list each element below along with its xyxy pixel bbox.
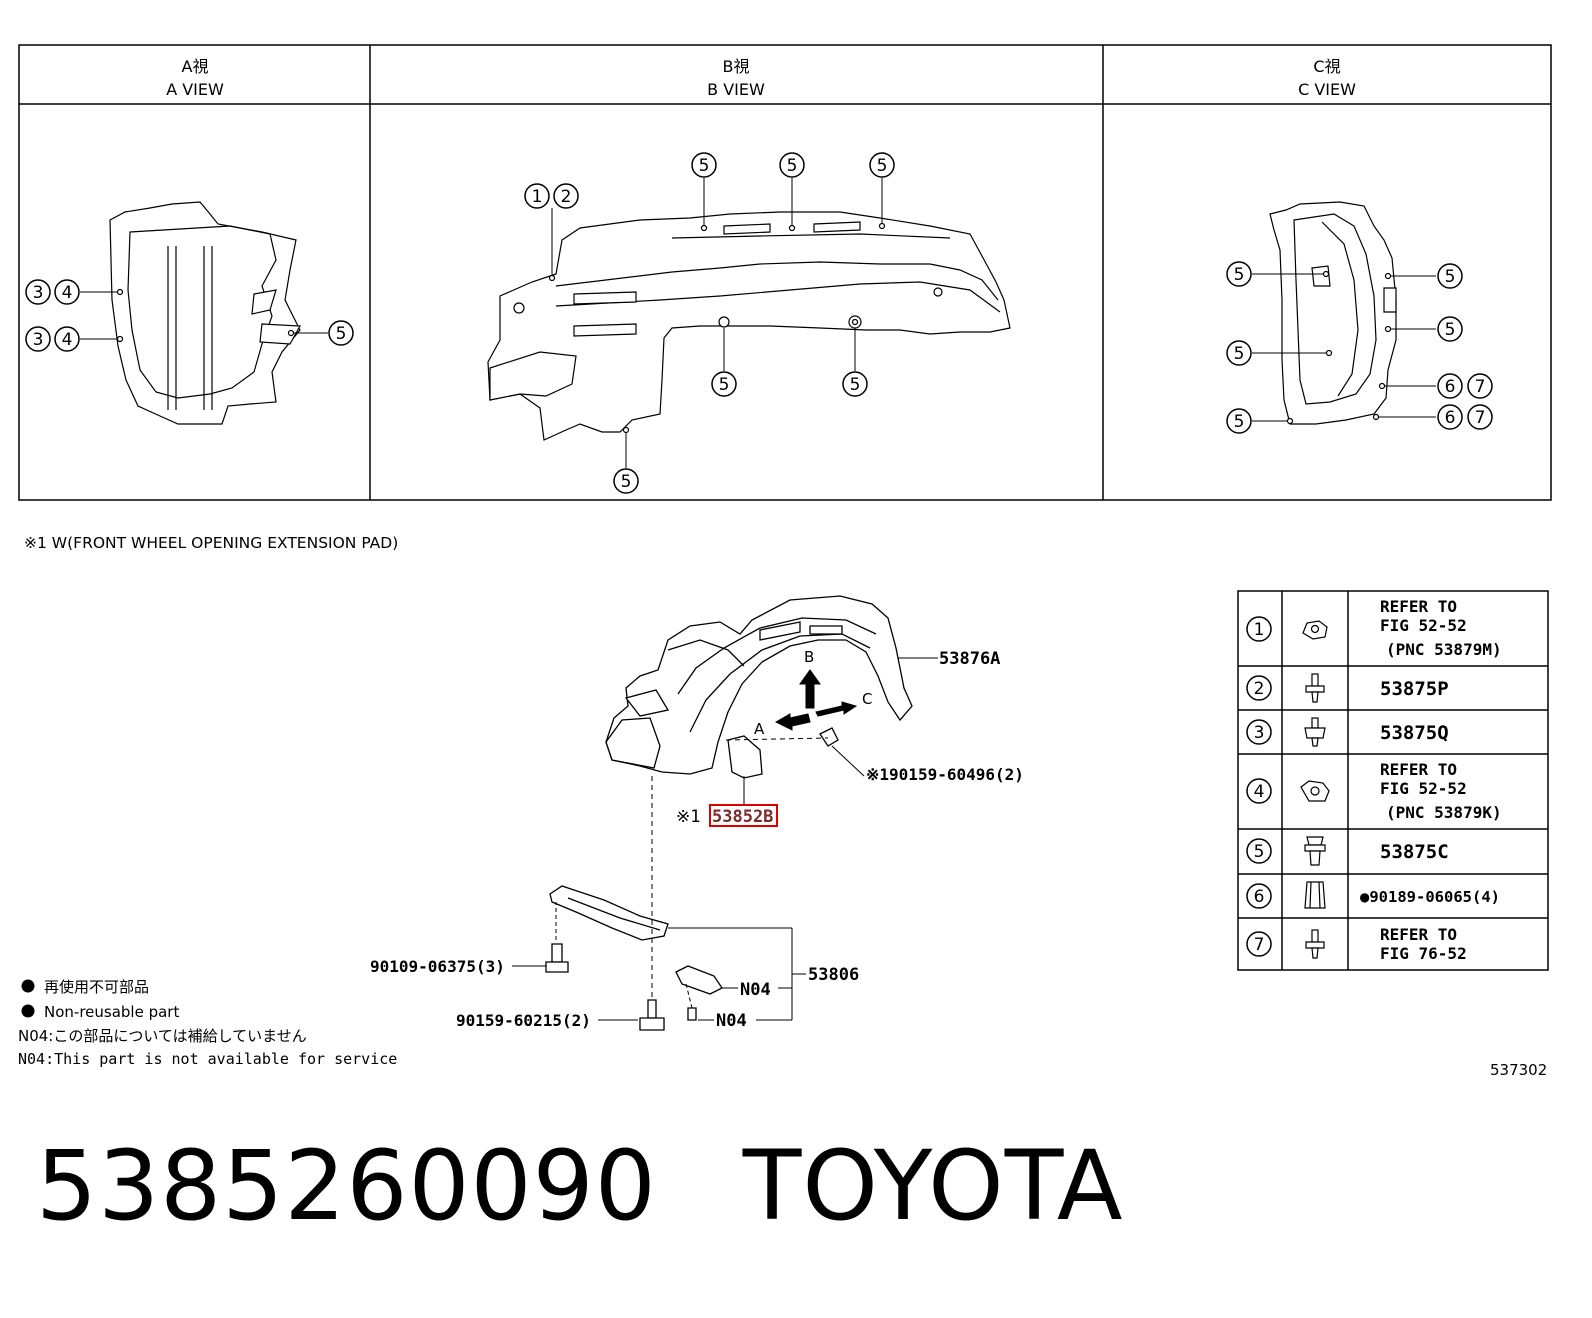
view-a-en: A VIEW <box>166 80 224 99</box>
view-b-drawing <box>487 211 1011 441</box>
row-desc: FIG 52-52 <box>1380 616 1467 635</box>
view-a-jp: A視 <box>182 57 209 76</box>
view-a-drawing <box>109 201 301 425</box>
clip-nut-icon <box>1302 620 1328 640</box>
callout-5: 5 <box>336 324 347 344</box>
label-53806: 53806 <box>808 965 859 985</box>
row-num: 7 <box>1254 935 1265 955</box>
clip-nut-icon <box>1300 780 1330 802</box>
callout-4: 4 <box>62 283 73 303</box>
legend-en: Non-reusable part <box>44 1003 179 1021</box>
callout-6: 6 <box>1445 377 1456 397</box>
row-num: 3 <box>1254 723 1265 743</box>
screw-clip-icon <box>1305 929 1325 959</box>
nut-icon <box>1304 881 1326 909</box>
direction-a-label: A <box>754 720 765 738</box>
view-headers: A視 A VIEW B視 B VIEW C視 C VIEW <box>166 57 1356 99</box>
view-b-jp: B視 <box>723 57 750 76</box>
view-c-en: C VIEW <box>1298 80 1356 99</box>
callout-5: 5 <box>1445 267 1456 287</box>
screw-clip-icon <box>1304 717 1326 747</box>
view-a-leaders <box>80 291 328 340</box>
callout-5: 5 <box>1445 320 1456 340</box>
main-leaders <box>512 657 938 1021</box>
label-53876a: 53876A <box>939 649 1000 669</box>
view-b-en: B VIEW <box>707 80 765 99</box>
callout-4: 4 <box>62 330 73 350</box>
row-desc: 53875P <box>1380 678 1449 700</box>
row-desc: 53875C <box>1380 841 1449 863</box>
row-desc: REFER TO <box>1380 925 1457 944</box>
views-frame <box>18 44 1552 501</box>
callout-7: 7 <box>1475 408 1486 428</box>
view-c-jp: C視 <box>1313 57 1340 76</box>
row-num: 1 <box>1254 620 1265 640</box>
callout-5: 5 <box>877 156 888 176</box>
callout-2: 2 <box>561 187 572 207</box>
row-desc: REFER TO <box>1380 760 1457 779</box>
callout-5: 5 <box>1234 344 1245 364</box>
legend-n04-en: N04:This part is not available for servi… <box>18 1050 397 1068</box>
legend: 再使用不可部品 Non-reusable part N04:この部品については補… <box>18 978 397 1068</box>
callout-circles: 3 4 3 4 5 1 2 5 5 5 5 5 5 5 5 5 5 5 6 7 … <box>25 152 1493 494</box>
row-desc: REFER TO <box>1380 597 1457 616</box>
row-desc: (PNC 53879M) <box>1386 640 1502 659</box>
callout-3: 3 <box>33 283 44 303</box>
callout-3: 3 <box>33 330 44 350</box>
figure-code: 537302 <box>1490 1061 1547 1079</box>
brand-name: TOYOTA <box>742 1130 1124 1242</box>
row-desc: ●90189-06065(4) <box>1360 888 1500 906</box>
label-90159: 90159-60215(2) <box>456 1011 591 1030</box>
label-n04: N04 <box>716 1011 747 1031</box>
callout-6: 6 <box>1445 408 1456 428</box>
callout-5: 5 <box>621 472 632 492</box>
callout-5: 5 <box>719 375 730 395</box>
view-c-leaders <box>1252 273 1436 422</box>
direction-arrows <box>774 669 858 731</box>
row-desc: (PNC 53879K) <box>1386 803 1502 822</box>
non-reusable-dot-icon <box>21 979 35 993</box>
callout-5: 5 <box>850 375 861 395</box>
reference-table: 1 2 3 4 5 6 7 <box>1237 590 1549 971</box>
callout-5: 5 <box>1234 412 1245 432</box>
push-clip-icon <box>1304 836 1326 866</box>
row-num: 5 <box>1254 842 1265 862</box>
label-190159: ※190159-60496(2) <box>866 765 1024 784</box>
highlight-53852b <box>709 804 778 827</box>
row-desc: 53875Q <box>1380 722 1449 744</box>
callout-7: 7 <box>1475 377 1486 397</box>
callout-5: 5 <box>1234 265 1245 285</box>
row-desc: FIG 76-52 <box>1380 944 1467 963</box>
direction-c-label: C <box>862 690 872 708</box>
callout-5: 5 <box>787 156 798 176</box>
label-n04: N04 <box>740 980 771 1000</box>
row-desc: FIG 52-52 <box>1380 779 1467 798</box>
note-extension-pad: ※1 W(FRONT WHEEL OPENING EXTENSION PAD) <box>24 534 398 552</box>
row-num: 4 <box>1254 782 1265 802</box>
legend-jp: 再使用不可部品 <box>44 978 149 996</box>
callout-1: 1 <box>532 187 543 207</box>
label-53852b-prefix: ※1 <box>676 807 700 827</box>
direction-labels: B A C <box>754 648 872 738</box>
legend-n04-jp: N04:この部品については補給していません <box>18 1027 307 1045</box>
label-90109: 90109-06375(3) <box>370 957 505 976</box>
row-num: 2 <box>1254 679 1265 699</box>
row-num: 6 <box>1254 887 1265 907</box>
screw-clip-icon <box>1305 673 1325 703</box>
non-reusable-dot-icon <box>21 1004 35 1018</box>
label-53852b: 53852B <box>712 807 773 827</box>
callout-5: 5 <box>699 156 710 176</box>
part-number: 5385260090 <box>36 1130 657 1242</box>
wheel-liner-drawing <box>545 595 913 1031</box>
direction-b-label: B <box>804 648 814 666</box>
view-c-drawing <box>1269 201 1397 425</box>
view-b-leaders <box>551 178 883 468</box>
part-labels: 53876A ※1 53852B ※190159-60496(2) 90109-… <box>370 649 1024 1031</box>
